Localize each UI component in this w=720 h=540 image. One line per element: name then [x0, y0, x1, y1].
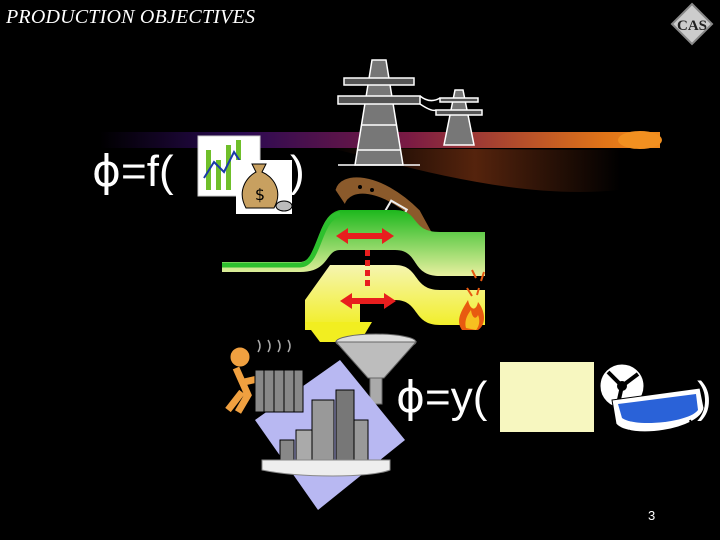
formula-f-close: ) — [290, 147, 305, 196]
formula-y: ϕ=y( — [396, 376, 487, 420]
red-arrows — [336, 228, 396, 309]
svg-text:$: $ — [255, 185, 265, 204]
formula-y-text: =y( — [425, 373, 488, 422]
svg-text:CAS: CAS — [677, 18, 707, 34]
green-flow — [222, 210, 485, 276]
formula-f-text: =f( — [121, 147, 174, 196]
bathtub-icon — [611, 387, 705, 443]
yellow-flow — [305, 265, 485, 342]
power-tower-icon — [337, 59, 483, 166]
formula-f: ϕ=f( — [92, 150, 174, 194]
formula-y-close: ) — [697, 373, 712, 422]
phi-symbol-f: ϕ — [92, 146, 122, 197]
fire-icon — [459, 269, 485, 330]
phi-symbol-y: ϕ — [396, 372, 426, 423]
person-radiator-icon — [225, 339, 304, 414]
placeholder-box — [500, 362, 594, 432]
slide-title: PRODUCTION OBJECTIVES — [6, 6, 256, 28]
cas-logo: CAS — [670, 2, 714, 46]
money-bag-icon: $ — [236, 160, 293, 214]
page-number: 3 — [648, 508, 656, 523]
funnel-icon — [334, 333, 418, 405]
